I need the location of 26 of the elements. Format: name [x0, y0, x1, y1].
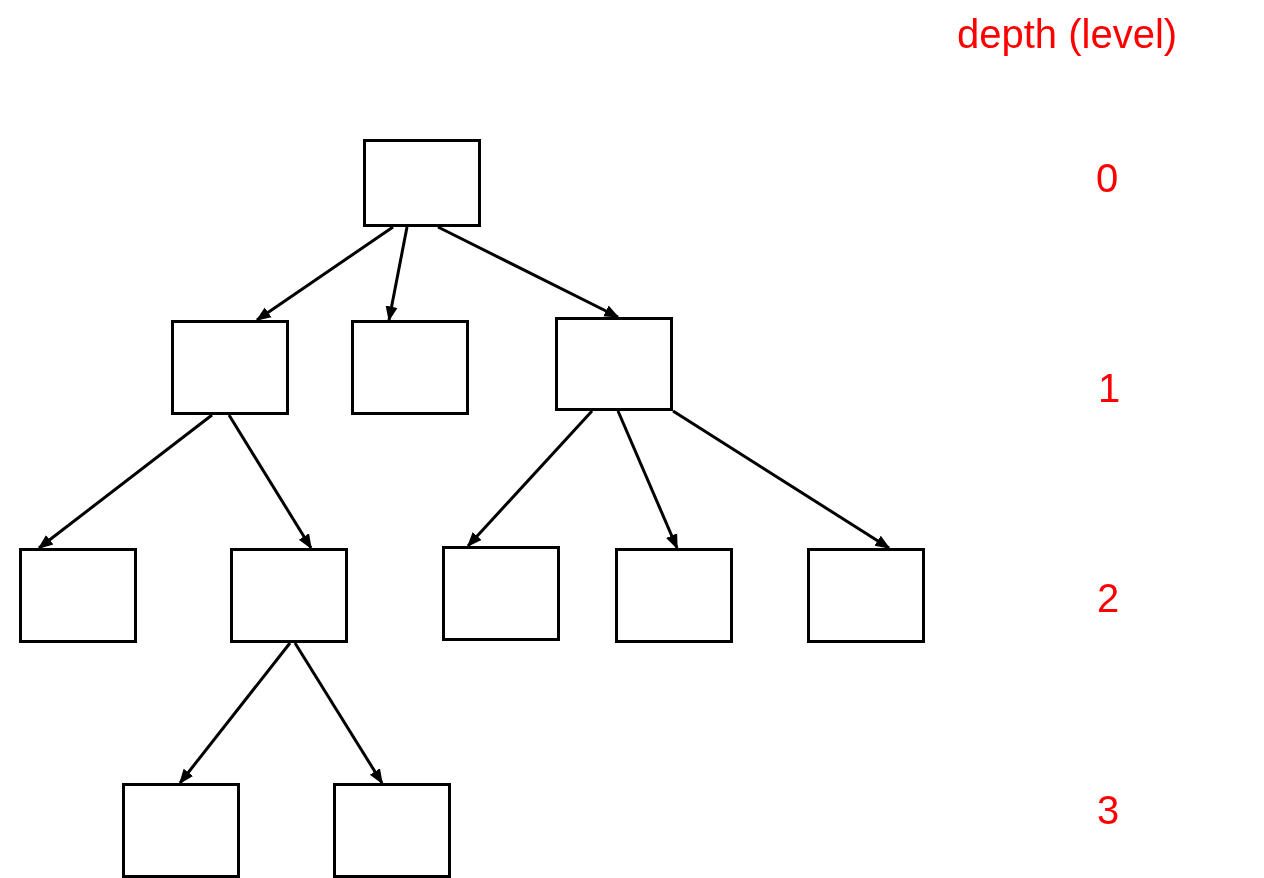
empty-box	[230, 548, 348, 643]
depth-number: 1	[1098, 368, 1121, 408]
empty-box	[615, 548, 733, 643]
arrow	[293, 642, 384, 785]
empty-box	[363, 139, 481, 227]
arrow	[385, 226, 409, 322]
depth-number: 2	[1097, 578, 1120, 618]
arrow	[437, 225, 620, 319]
empty-box	[19, 548, 137, 643]
empty-box	[333, 783, 451, 878]
arrow	[178, 642, 292, 785]
arrow	[37, 413, 213, 550]
empty-box	[807, 548, 925, 643]
arrow	[227, 414, 313, 550]
arrow	[255, 225, 394, 322]
empty-box	[351, 320, 469, 415]
depth-number: 0	[1096, 158, 1119, 198]
depth-number: 3	[1097, 790, 1120, 830]
empty-box	[122, 783, 240, 878]
arrow	[466, 410, 594, 548]
depth-heading: depth (level)	[957, 14, 1178, 54]
empty-box	[442, 546, 560, 641]
arrow	[616, 410, 679, 550]
empty-box	[555, 317, 673, 411]
empty-box	[171, 320, 289, 415]
arrow	[672, 409, 891, 550]
